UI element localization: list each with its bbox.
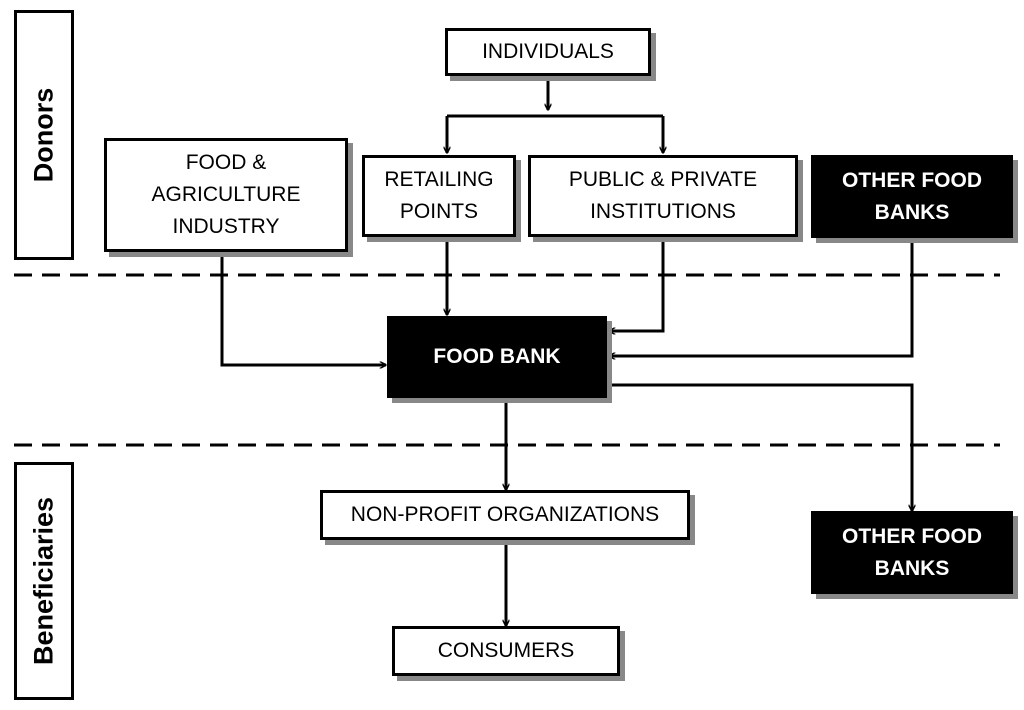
individuals-box: INDIVIDUALS: [445, 28, 651, 76]
non-profit-organizations-box: NON-PROFIT ORGANIZATIONS: [320, 490, 690, 540]
arrow-food-bank-to-other-banks: [607, 383, 912, 511]
retailing-points-box: RETAILING POINTS: [362, 155, 516, 237]
food-agriculture-industry-box: FOOD & AGRICULTURE INDUSTRY: [104, 138, 348, 252]
arrow-food-agriculture-to-food-bank: [220, 252, 386, 365]
other-food-banks-beneficiary-box: OTHER FOOD BANKS: [811, 511, 1013, 594]
donors-label-text: Donors: [28, 87, 59, 183]
consumers-box: CONSUMERS: [392, 626, 620, 676]
other-food-banks-donor-box: OTHER FOOD BANKS: [811, 155, 1013, 238]
beneficiaries-label-text: Beneficiaries: [28, 496, 59, 666]
arrow-other-banks-to-food-bank: [609, 238, 914, 356]
public-private-institutions-box: PUBLIC & PRIVATE INSTITUTIONS: [528, 155, 798, 237]
arrow-public-private-to-food-bank: [609, 237, 665, 331]
food-bank-box: FOOD BANK: [387, 316, 607, 398]
beneficiaries-section-label: Beneficiaries: [14, 462, 74, 700]
donors-section-label: Donors: [14, 10, 74, 260]
